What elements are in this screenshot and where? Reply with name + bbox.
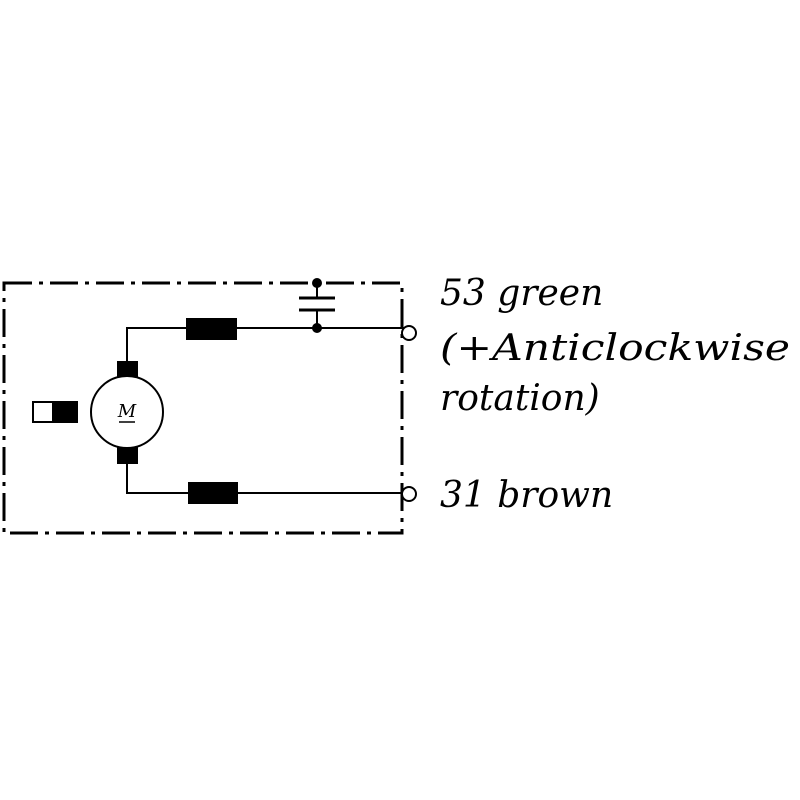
motor-circle xyxy=(90,375,164,449)
motor-symbol: M xyxy=(90,361,164,464)
top-choke xyxy=(186,318,237,340)
motor-housing-outline xyxy=(2,281,404,535)
terminal-31-label: 31 brown xyxy=(440,475,613,516)
motor-brush-top xyxy=(117,361,138,379)
terminal-53-label-line2: (+Anticlockwise xyxy=(440,328,790,369)
bottom-choke xyxy=(188,482,238,504)
terminal-53 xyxy=(401,325,417,341)
terminal-53-label: 53 green xyxy=(440,273,603,314)
bottom-wire xyxy=(126,462,404,494)
rotation-switch xyxy=(32,401,78,423)
top-wire xyxy=(126,327,404,362)
motor-brush-bottom xyxy=(117,446,138,464)
terminal-53-label-line3: rotation) xyxy=(440,378,600,419)
suppression-capacitor xyxy=(299,278,335,333)
motor-letter: M xyxy=(117,401,137,422)
terminal-31 xyxy=(401,486,417,502)
